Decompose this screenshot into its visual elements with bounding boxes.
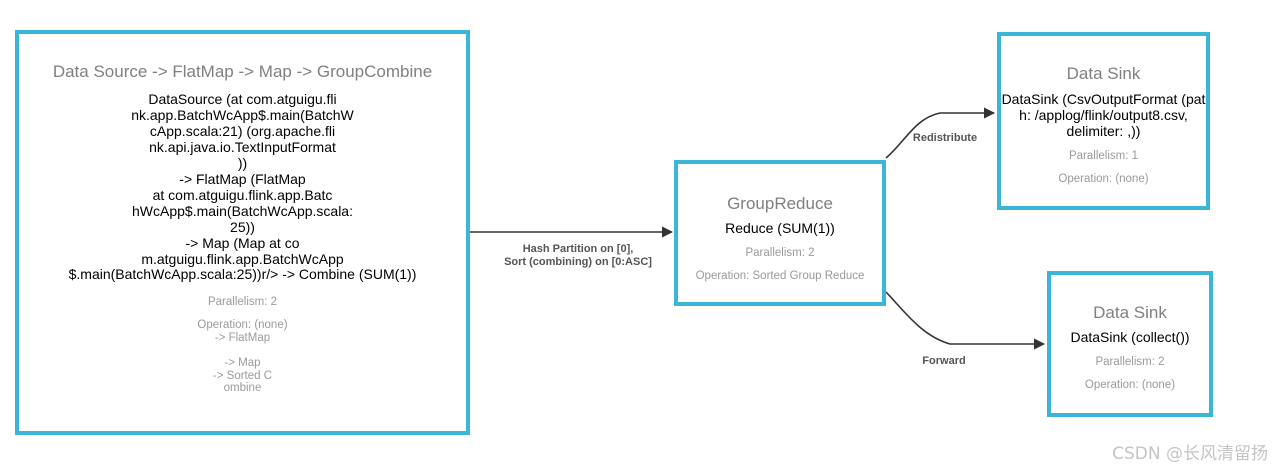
node-parallelism: Parallelism: 1 [1068, 149, 1139, 162]
node-content: DataSink (collect()) [1070, 329, 1190, 345]
edge-label-hash-line1: Hash Partition on [0], [523, 243, 634, 255]
node-title: Data Sink [1066, 64, 1141, 83]
node-title: Data Sink [1093, 303, 1167, 322]
node-content: DataSink (CsvOutputFormat (pat h: /applo… [1001, 91, 1206, 139]
node-content: Reduce (SUM(1)) [725, 220, 835, 236]
node-parallelism: Parallelism: 2 [207, 296, 278, 309]
node-data-sink-collect[interactable]: Data Sink DataSink (collect()) Paralleli… [1047, 271, 1213, 417]
node-content: DataSource (at com.atguigu.fli nk.app.Ba… [68, 91, 417, 283]
watermark: CSDN @长风清留扬 [1112, 444, 1268, 464]
edge-label-hash-line2: Sort (combining) on [0:ASC] [504, 256, 652, 268]
node-parallelism: Parallelism: 2 [745, 246, 815, 259]
edge-redistribute [885, 107, 996, 159]
edge-forward [885, 291, 1046, 350]
node-data-source[interactable]: Data Source -> FlatMap -> Map -> GroupCo… [15, 30, 470, 435]
node-group-reduce[interactable]: GroupReduce Reduce (SUM(1)) Parallelism:… [674, 160, 886, 306]
node-operation: Operation: Sorted Group Reduce [695, 269, 865, 282]
node-operation: Operation: (none) -> FlatMap -> Map -> S… [197, 319, 288, 395]
edge-label-redistribute: Redistribute [913, 132, 977, 144]
node-title: Data Source -> FlatMap -> Map -> GroupCo… [52, 62, 433, 81]
node-parallelism: Parallelism: 2 [1095, 355, 1165, 368]
edge-label-forward: Forward [922, 355, 965, 367]
node-operation: Operation: (none) [1084, 378, 1176, 391]
node-data-sink-csv[interactable]: Data Sink DataSink (CsvOutputFormat (pat… [997, 32, 1210, 210]
node-title: GroupReduce [727, 194, 833, 213]
node-operation: Operation: (none) [1058, 172, 1149, 185]
